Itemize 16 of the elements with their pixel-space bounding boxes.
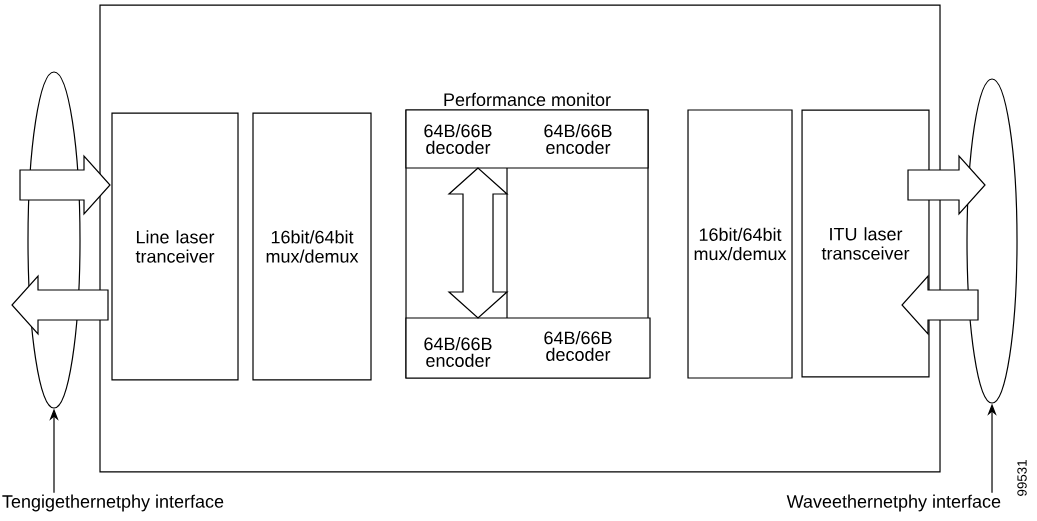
block-arrow [19,154,111,216]
process-box: Line laser tranceiver [111,112,239,381]
node-label: Performance monitor [444,92,611,107]
process-box: 16bit/64bit mux/demux [252,112,372,381]
codec-box: 64B/66B encoder 64B/66B decoder [405,317,651,379]
interface-label: Waveethernetphy interface [786,494,1001,512]
codec-box: 64B/66B decoder 64B/66B encoder [405,109,649,169]
block-arrow [11,274,109,336]
figure-number: 99531 [1017,460,1027,496]
interface-label: Tengigethernetphy interface [2,494,224,512]
process-box: ITU laser transceiver [801,109,930,378]
block-arrow [447,167,509,319]
block-arrow [901,274,979,336]
process-box: 16bit/64bit mux/demux [687,109,793,379]
block-arrow [907,154,986,216]
ellipse [966,78,1018,404]
